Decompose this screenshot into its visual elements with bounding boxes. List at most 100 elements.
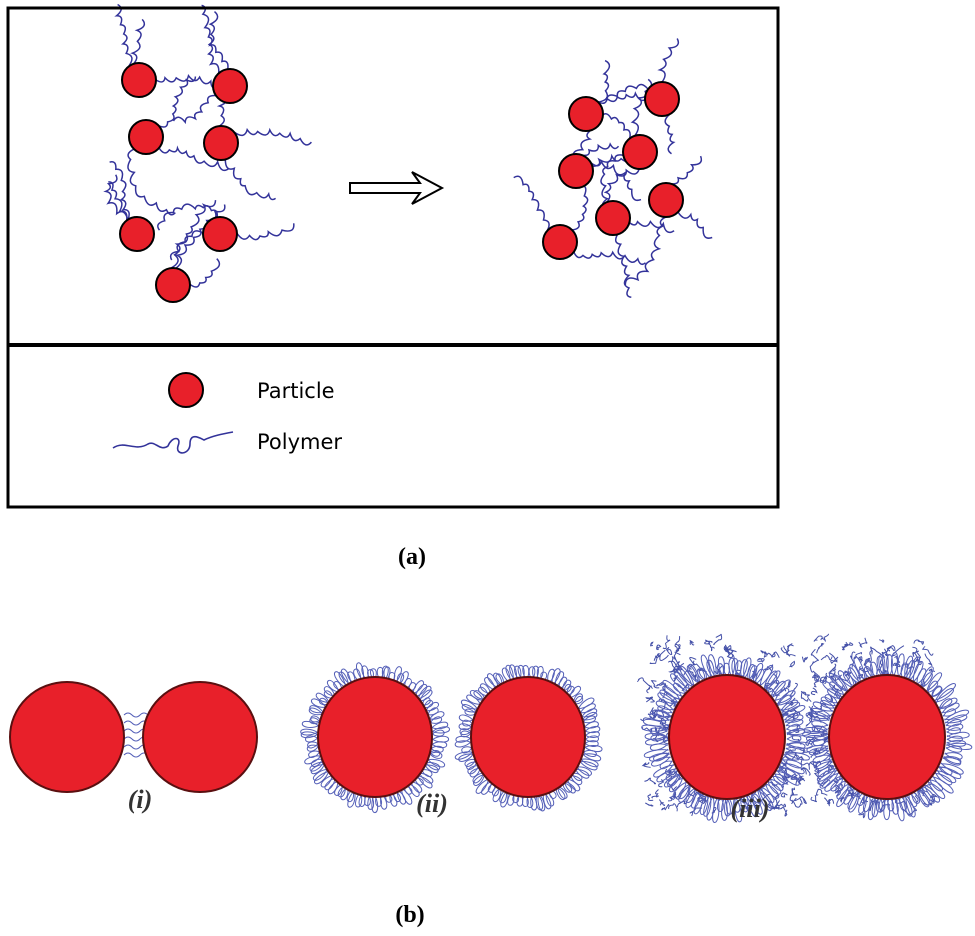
- polymer-brush: [309, 717, 321, 725]
- polymer-mesh: [789, 787, 795, 805]
- polymer-mesh: [810, 749, 820, 758]
- polymer-mesh: [790, 774, 798, 780]
- polymer-brush: [656, 767, 677, 783]
- polymer-brush: [756, 788, 772, 811]
- polymer-bridge: [123, 720, 149, 726]
- polymer-brush: [700, 654, 712, 680]
- particle: [648, 182, 684, 218]
- polymer-mesh: [829, 652, 838, 662]
- polymer-mesh: [650, 641, 654, 647]
- polymer-brush: [938, 766, 953, 776]
- polymer-brush: [584, 731, 600, 739]
- polymer-brush: [758, 665, 774, 687]
- polymer-brush: [906, 659, 916, 681]
- polymer-mesh: [913, 639, 925, 645]
- polymer-brush: [819, 772, 840, 789]
- polymer-chain: [174, 204, 226, 269]
- particle: [668, 674, 786, 800]
- polymer-brush: [555, 786, 566, 801]
- polymer-brush: [904, 793, 916, 818]
- polymer-brush: [814, 758, 832, 770]
- polymer-chain: [158, 76, 197, 128]
- polymer-brush: [764, 670, 781, 691]
- polymer-chain: [172, 94, 216, 125]
- polymer-brush: [663, 773, 681, 788]
- polymer-brush: [843, 671, 856, 687]
- polymer-brush: [572, 693, 584, 703]
- polymer-brush: [864, 658, 874, 680]
- polymer-chain: [657, 38, 680, 83]
- polymer-brush: [310, 763, 326, 775]
- polymer-bridge: [123, 752, 149, 758]
- polymer-brush: [706, 795, 715, 821]
- polymer-brush: [424, 764, 439, 774]
- polymer-brush: [858, 793, 868, 814]
- polymer-brush: [757, 787, 774, 809]
- polymer-brush: [334, 671, 347, 689]
- polymer-brush: [786, 729, 812, 737]
- polymer-brush: [946, 723, 964, 731]
- polymer-brush: [708, 654, 717, 679]
- polymer-brush: [454, 751, 474, 760]
- polymer-brush: [542, 791, 552, 810]
- polymer-brush: [461, 746, 473, 754]
- polymer-mesh: [881, 648, 890, 659]
- polymer-brush: [938, 698, 953, 709]
- polymer-brush: [300, 731, 319, 739]
- polymer-brush: [323, 686, 336, 697]
- polymer-brush: [431, 735, 450, 743]
- polymer-brush: [723, 662, 730, 678]
- polymer-brush: [657, 705, 673, 714]
- polymer-brush: [429, 716, 443, 724]
- particle: [203, 125, 239, 161]
- polymer-chain: [614, 234, 632, 299]
- polymer-mesh: [827, 760, 834, 770]
- polymer-brush: [698, 667, 707, 682]
- polymer-brush: [769, 778, 784, 792]
- polymer-brush: [784, 751, 810, 761]
- polymer-brush: [743, 794, 753, 812]
- polymer-brush: [808, 747, 829, 756]
- polymer-brush: [333, 681, 343, 692]
- polymer-chain: [590, 159, 642, 202]
- polymer-brush: [571, 772, 583, 782]
- polymer-mesh: [756, 658, 765, 663]
- polymer-brush: [783, 753, 800, 761]
- polymer-brush: [469, 767, 481, 778]
- polymer-brush: [837, 670, 853, 689]
- polymer-mesh: [816, 643, 825, 654]
- particle: [470, 676, 586, 798]
- polymer-mesh: [809, 661, 820, 677]
- polymer-mesh: [820, 655, 833, 661]
- polymer-brush: [582, 753, 602, 762]
- polymer-brush: [337, 785, 346, 798]
- polymer-brush: [431, 729, 445, 737]
- polymer-brush: [931, 686, 943, 698]
- polymer-mesh: [801, 656, 808, 663]
- polymer-chain: [236, 223, 295, 241]
- polymer-brush: [500, 789, 509, 808]
- polymer-chain: [103, 174, 129, 220]
- polymer-mesh: [704, 639, 713, 645]
- polymer-chain: [670, 155, 703, 185]
- polymer-brush: [307, 741, 319, 749]
- polymer-brush: [643, 748, 669, 758]
- particles-panel-a: [119, 62, 684, 303]
- polymer-mesh: [844, 641, 854, 647]
- polymer-mesh: [662, 691, 669, 699]
- polymer-mesh: [650, 680, 660, 689]
- polymer-brush: [712, 796, 720, 823]
- polymer-brush: [464, 758, 477, 767]
- polymer-mesh: [871, 799, 880, 806]
- polymer-mesh: [689, 640, 695, 646]
- polymer-brush: [896, 795, 905, 822]
- polymer-brush: [676, 667, 694, 689]
- polymer-brush: [925, 672, 943, 693]
- polymer-brush: [396, 789, 407, 805]
- polymer-brush: [653, 752, 670, 762]
- polymer-brush: [478, 686, 489, 697]
- polymer-brush: [355, 791, 363, 808]
- polymer-brush: [458, 753, 475, 762]
- polymer-brush: [820, 696, 837, 707]
- polymer-chain: [189, 258, 221, 288]
